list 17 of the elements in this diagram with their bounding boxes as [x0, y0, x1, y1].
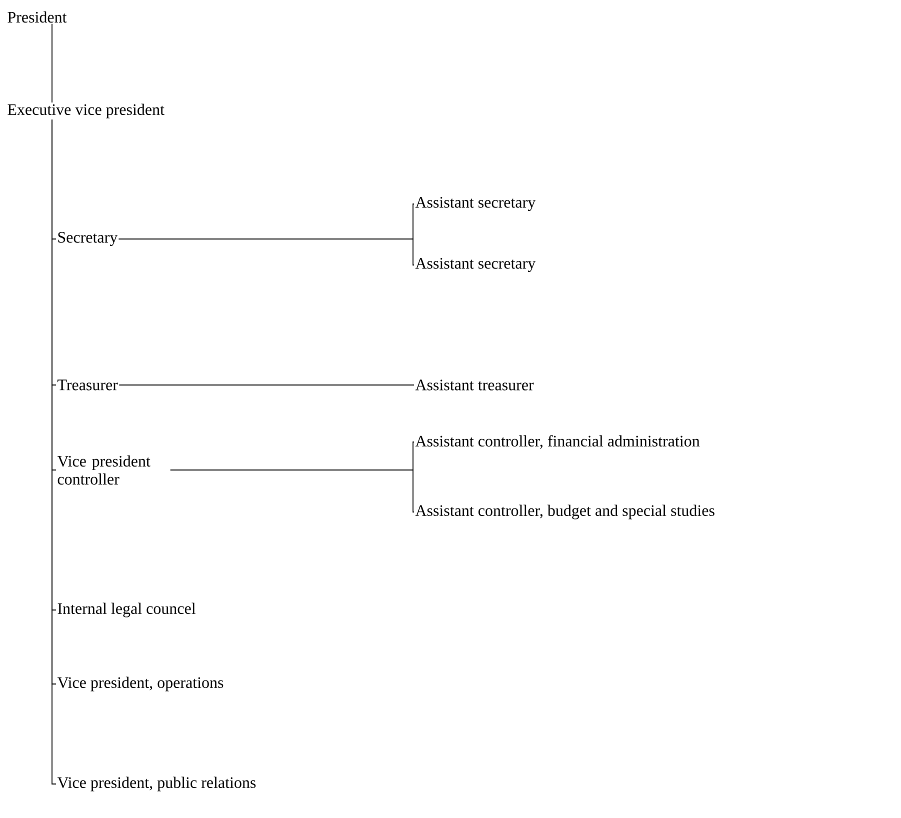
org-label: Assistant controller, financial administration	[415, 435, 700, 449]
org-label: Secretary	[58, 232, 118, 246]
connector-line	[118, 384, 414, 386]
org-label: Vice president, operations	[57, 676, 224, 692]
org-label: Assistant treasurer	[415, 380, 534, 390]
org-label: Assistant secretary	[415, 196, 536, 212]
org-label: Vice president controller	[57, 455, 150, 485]
org-label: Assistant secretary	[415, 258, 536, 272]
org-label: Vice president, public relations	[57, 776, 256, 792]
connector-line	[52, 119, 56, 784]
org-label: Treasurer	[58, 380, 118, 390]
org-label: Assistant controller, budget and special studies	[415, 504, 714, 520]
org-label: Internal legal councel	[58, 602, 196, 618]
org-label: President	[8, 11, 67, 23]
connector-line	[170, 470, 414, 512]
connector-line	[118, 238, 414, 266]
org-label: Executive vice president	[8, 104, 164, 118]
